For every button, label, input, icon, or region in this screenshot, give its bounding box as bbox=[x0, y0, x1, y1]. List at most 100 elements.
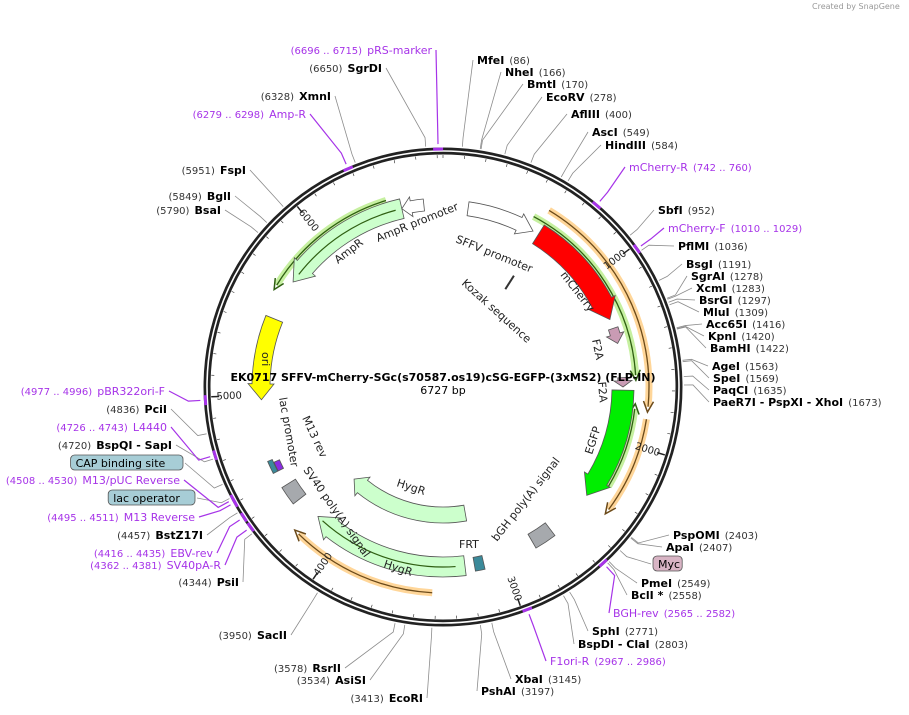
tick-label: 6000 bbox=[296, 207, 321, 234]
primer-f1ori-r[interactable]: F1ori-R (2967 .. 2986) bbox=[522, 606, 666, 669]
leader-line bbox=[563, 595, 575, 645]
enzyme-site-acc65i[interactable]: Acc65I (1416) bbox=[676, 313, 786, 332]
primer-amp-r[interactable]: (6279 .. 6298) Amp-R bbox=[193, 103, 354, 173]
enzyme-site-paqci[interactable]: PaqCI (1635) bbox=[683, 375, 787, 398]
enzyme-site-sgrdi[interactable]: (6650) SgrDI bbox=[309, 57, 427, 147]
leader-line bbox=[334, 95, 356, 163]
primer-l4440[interactable]: (4726 .. 4743) L4440 bbox=[56, 416, 218, 461]
feature-mcherry[interactable] bbox=[532, 224, 616, 321]
leader-line bbox=[309, 113, 347, 165]
feature-frt[interactable] bbox=[472, 555, 486, 572]
site-label: BsgI (1191) bbox=[686, 253, 751, 272]
tick-mark bbox=[295, 563, 298, 567]
tick-mark bbox=[545, 179, 548, 183]
enzyme-site-sgrai[interactable]: SgrAI (1278) bbox=[666, 265, 763, 299]
feature-egfp[interactable] bbox=[583, 389, 635, 496]
leader-line bbox=[569, 591, 589, 632]
leader-line bbox=[683, 375, 710, 391]
feature-hygr[interactable] bbox=[353, 476, 468, 524]
enzyme-site-bsgi[interactable]: BsgI (1191) bbox=[658, 253, 751, 281]
enzyme-site-bgli[interactable]: (5849) BglI bbox=[169, 185, 268, 223]
primer-sv40pa-r[interactable]: (4362 .. 4381) SV40pA-R bbox=[90, 522, 255, 573]
enzyme-site-xcmi[interactable]: XcmI (1283) bbox=[667, 277, 765, 300]
feature-hygr[interactable] bbox=[317, 516, 467, 578]
primer-mcherry-r[interactable]: mCherry-R (742 .. 760) bbox=[591, 156, 752, 210]
enzyme-site-bmti[interactable]: BmtI (170) bbox=[480, 73, 588, 150]
feature-bgh-poly-a-signal[interactable] bbox=[527, 522, 556, 549]
feature-f2a[interactable] bbox=[612, 376, 634, 388]
enzyme-site-pshai[interactable]: PshAI (3197) bbox=[476, 625, 554, 699]
enzyme-site-bspdi-clai[interactable]: BspDI - ClaI (2803) bbox=[563, 595, 688, 652]
enzyme-site-pmei[interactable]: PmeI (2549) bbox=[608, 561, 711, 591]
primer-m13-puc-reverse[interactable]: (4508 .. 4530) M13/pUC Reverse bbox=[6, 469, 237, 509]
direction-arrow bbox=[531, 213, 641, 382]
site-label: (6279 .. 6298) Amp-R bbox=[193, 103, 307, 122]
enzyme-site-psii[interactable]: (4344) PsiI bbox=[178, 533, 253, 590]
tick-mark bbox=[622, 248, 630, 255]
enzyme-site-apai[interactable]: ApaI (2407) bbox=[630, 536, 733, 555]
orf-line bbox=[298, 209, 396, 275]
enzyme-site-xmni[interactable]: (6328) XmnI bbox=[261, 85, 356, 163]
primer-bgh-rev[interactable]: BGH-rev (2565 .. 2582) bbox=[598, 558, 735, 621]
enzyme-site-ecorv[interactable]: EcoRV (278) bbox=[504, 86, 617, 155]
enzyme-site-bsrgi[interactable]: BsrGI (1297) bbox=[668, 289, 771, 308]
enzyme-site-xbai[interactable]: XbaI (3145) bbox=[491, 622, 581, 687]
tick-mark bbox=[485, 158, 487, 163]
tick-label: 4000 bbox=[312, 551, 335, 578]
enzyme-site-agei[interactable]: AgeI (1563) bbox=[682, 355, 779, 374]
enzyme-site-rsrii[interactable]: (3578) RsrII bbox=[274, 623, 396, 676]
feature-m13-rev[interactable] bbox=[273, 459, 285, 472]
enzyme-site-nhei[interactable]: NheI (166) bbox=[479, 61, 566, 149]
plasmid-size: 6727 bp bbox=[420, 384, 465, 397]
leader-line bbox=[676, 326, 705, 337]
enzyme-site-fspi[interactable]: (5951) FspI bbox=[182, 159, 284, 207]
enzyme-site-asisi[interactable]: (3534) AsiSI bbox=[297, 624, 406, 688]
enzyme-site-pspomi[interactable]: PspOMI (2403) bbox=[631, 524, 758, 544]
tick-mark bbox=[230, 479, 234, 482]
feature-box-lac-operator[interactable]: lac operator bbox=[107, 489, 230, 506]
leader-line bbox=[630, 537, 663, 548]
feature-sv40-poly-a-signal[interactable] bbox=[281, 478, 307, 505]
enzyme-site-spei[interactable]: SpeI (1569) bbox=[682, 360, 779, 386]
site-label: mCherry-F (1010 .. 1029) bbox=[668, 217, 802, 236]
enzyme-site-bstz17i[interactable]: (4457) BstZ17I bbox=[117, 512, 238, 543]
primer-mcherry-f[interactable]: mCherry-F (1010 .. 1029) bbox=[632, 217, 802, 254]
primer-ebv-rev[interactable]: (4416 .. 4435) EBV-rev bbox=[94, 512, 248, 561]
site-label: PaqCI (1635) bbox=[713, 379, 787, 398]
feature-ampr-promoter[interactable] bbox=[401, 195, 425, 218]
enzyme-site-sacii[interactable]: (3950) SacII bbox=[219, 592, 318, 643]
site-label: (3578) RsrII bbox=[274, 657, 341, 676]
enzyme-site-sbfi[interactable]: SbfI (952) bbox=[629, 199, 715, 236]
site-label: (4726 .. 4743) L4440 bbox=[56, 416, 167, 435]
enzyme-site-pflmi[interactable]: PflMI (1036) bbox=[641, 235, 748, 254]
enzyme-site-asci[interactable]: AscI (549) bbox=[560, 121, 650, 178]
enzyme-site-bcli-[interactable]: BclI * (2558) bbox=[607, 562, 702, 603]
enzyme-site-mfei[interactable]: MfeI (86) bbox=[461, 49, 530, 147]
backbone-ring bbox=[203, 147, 683, 627]
enzyme-site-kpni[interactable]: KpnI (1420) bbox=[676, 325, 775, 344]
enzyme-site-bspqi-sapi[interactable]: (4720) BspQI - SapI bbox=[58, 434, 214, 463]
enzyme-site-mlui[interactable]: MluI (1309) bbox=[669, 301, 769, 320]
enzyme-site-hindiii[interactable]: HindIII (584) bbox=[567, 134, 678, 182]
primer-pbr322ori-f[interactable]: (4977 .. 4996) pBR322ori-F bbox=[21, 380, 208, 406]
enzyme-site-pcii[interactable]: (4836) PciI bbox=[106, 398, 207, 436]
feature-lac-promoter[interactable] bbox=[267, 458, 279, 475]
feature-ampr[interactable] bbox=[292, 198, 405, 283]
feature-box-cap-binding-site[interactable]: CAP binding site bbox=[70, 454, 223, 489]
feature-kozak-sequence[interactable] bbox=[504, 275, 515, 290]
site-label: BsrGI (1297) bbox=[699, 289, 771, 308]
feature-box-myc[interactable]: Myc bbox=[619, 550, 683, 572]
tick-mark bbox=[314, 193, 317, 197]
feature-f2a[interactable] bbox=[605, 326, 625, 345]
enzyme-site-afliii[interactable]: AflIII (400) bbox=[530, 103, 632, 163]
enzyme-site-bamhi[interactable]: BamHI (1422) bbox=[676, 326, 789, 356]
enzyme-site-bsai[interactable]: (5790) BsaI bbox=[156, 199, 259, 233]
primer-prs-marker[interactable]: (6696 .. 6715) pRS-marker bbox=[291, 39, 444, 151]
leader-line bbox=[641, 244, 675, 251]
feature-sffv-promoter[interactable] bbox=[466, 201, 534, 235]
enzyme-site-ecori[interactable]: (3413) EcoRI bbox=[350, 627, 433, 706]
enzyme-site-sphi[interactable]: SphI (2771) bbox=[569, 591, 659, 639]
feature-ori[interactable] bbox=[247, 314, 284, 401]
enzyme-site-paer7i-pspxi-xhoi[interactable]: PaeR7I - PspXI - XhoI (1673) bbox=[683, 384, 882, 410]
